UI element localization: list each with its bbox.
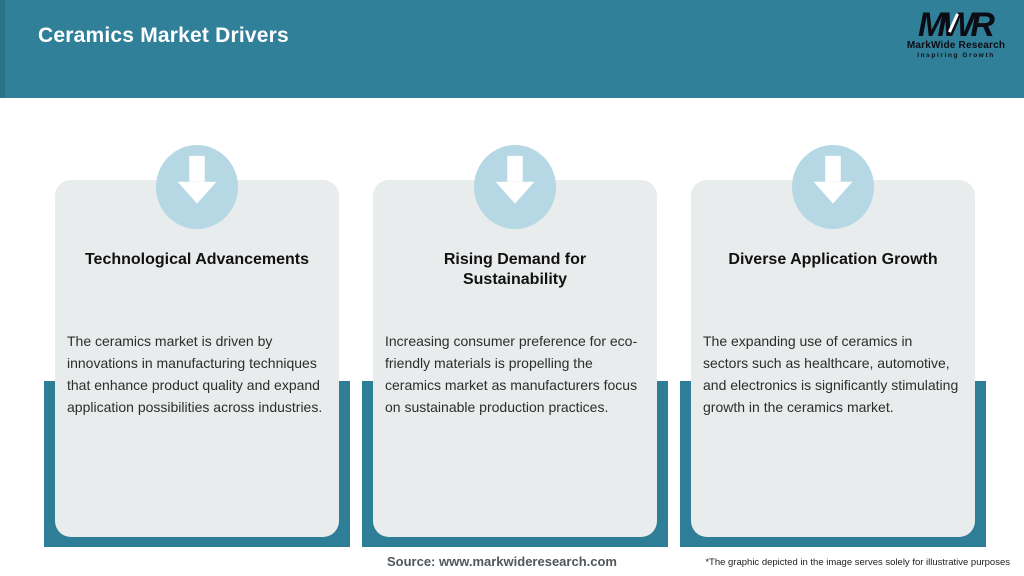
logo: MWR MarkWide Research Inspiring Growth xyxy=(904,8,1008,59)
card-panel: Technological Advancements The ceramics … xyxy=(55,180,339,537)
card-body: The expanding use of ceramics in sectors… xyxy=(703,333,959,415)
card-panel: Diverse Application Growth The expanding… xyxy=(691,180,975,537)
card-title: Technological Advancements xyxy=(84,251,310,268)
card-body: Increasing consumer preference for eco- … xyxy=(385,333,638,415)
page-title: Ceramics Market Drivers xyxy=(38,24,289,47)
drivers-row: Technological Advancements The ceramics … xyxy=(44,145,986,547)
logo-name: MarkWide Research xyxy=(906,40,1006,51)
disclaimer-text: *The graphic depicted in the image serve… xyxy=(705,557,1010,568)
down-arrow-icon xyxy=(474,145,556,229)
driver-group-diverse-application-growth: Diverse Application Growth The expanding… xyxy=(680,145,986,547)
header-bar: Ceramics Market Drivers MWR MarkWide Res… xyxy=(0,0,1024,98)
down-arrow-icon xyxy=(156,145,238,229)
card-title: Rising Demand for Sustainability xyxy=(443,251,587,288)
card-body: The ceramics market is driven by innovat… xyxy=(67,333,323,415)
driver-group-technological-advancements: Technological Advancements The ceramics … xyxy=(44,145,350,547)
mwr-logo-icon: MWR xyxy=(918,6,995,44)
down-arrow-icon xyxy=(792,145,874,229)
logo-tagline: Inspiring Growth xyxy=(917,52,995,59)
card-title: Diverse Application Growth xyxy=(728,251,938,268)
card-panel: Rising Demand for Sustainability Increas… xyxy=(373,180,657,537)
source-text: Source: www.markwideresearch.com xyxy=(386,554,617,569)
logo-mark: MWR xyxy=(918,6,995,44)
driver-group-rising-demand-sustainability: Rising Demand for Sustainability Increas… xyxy=(362,145,668,547)
